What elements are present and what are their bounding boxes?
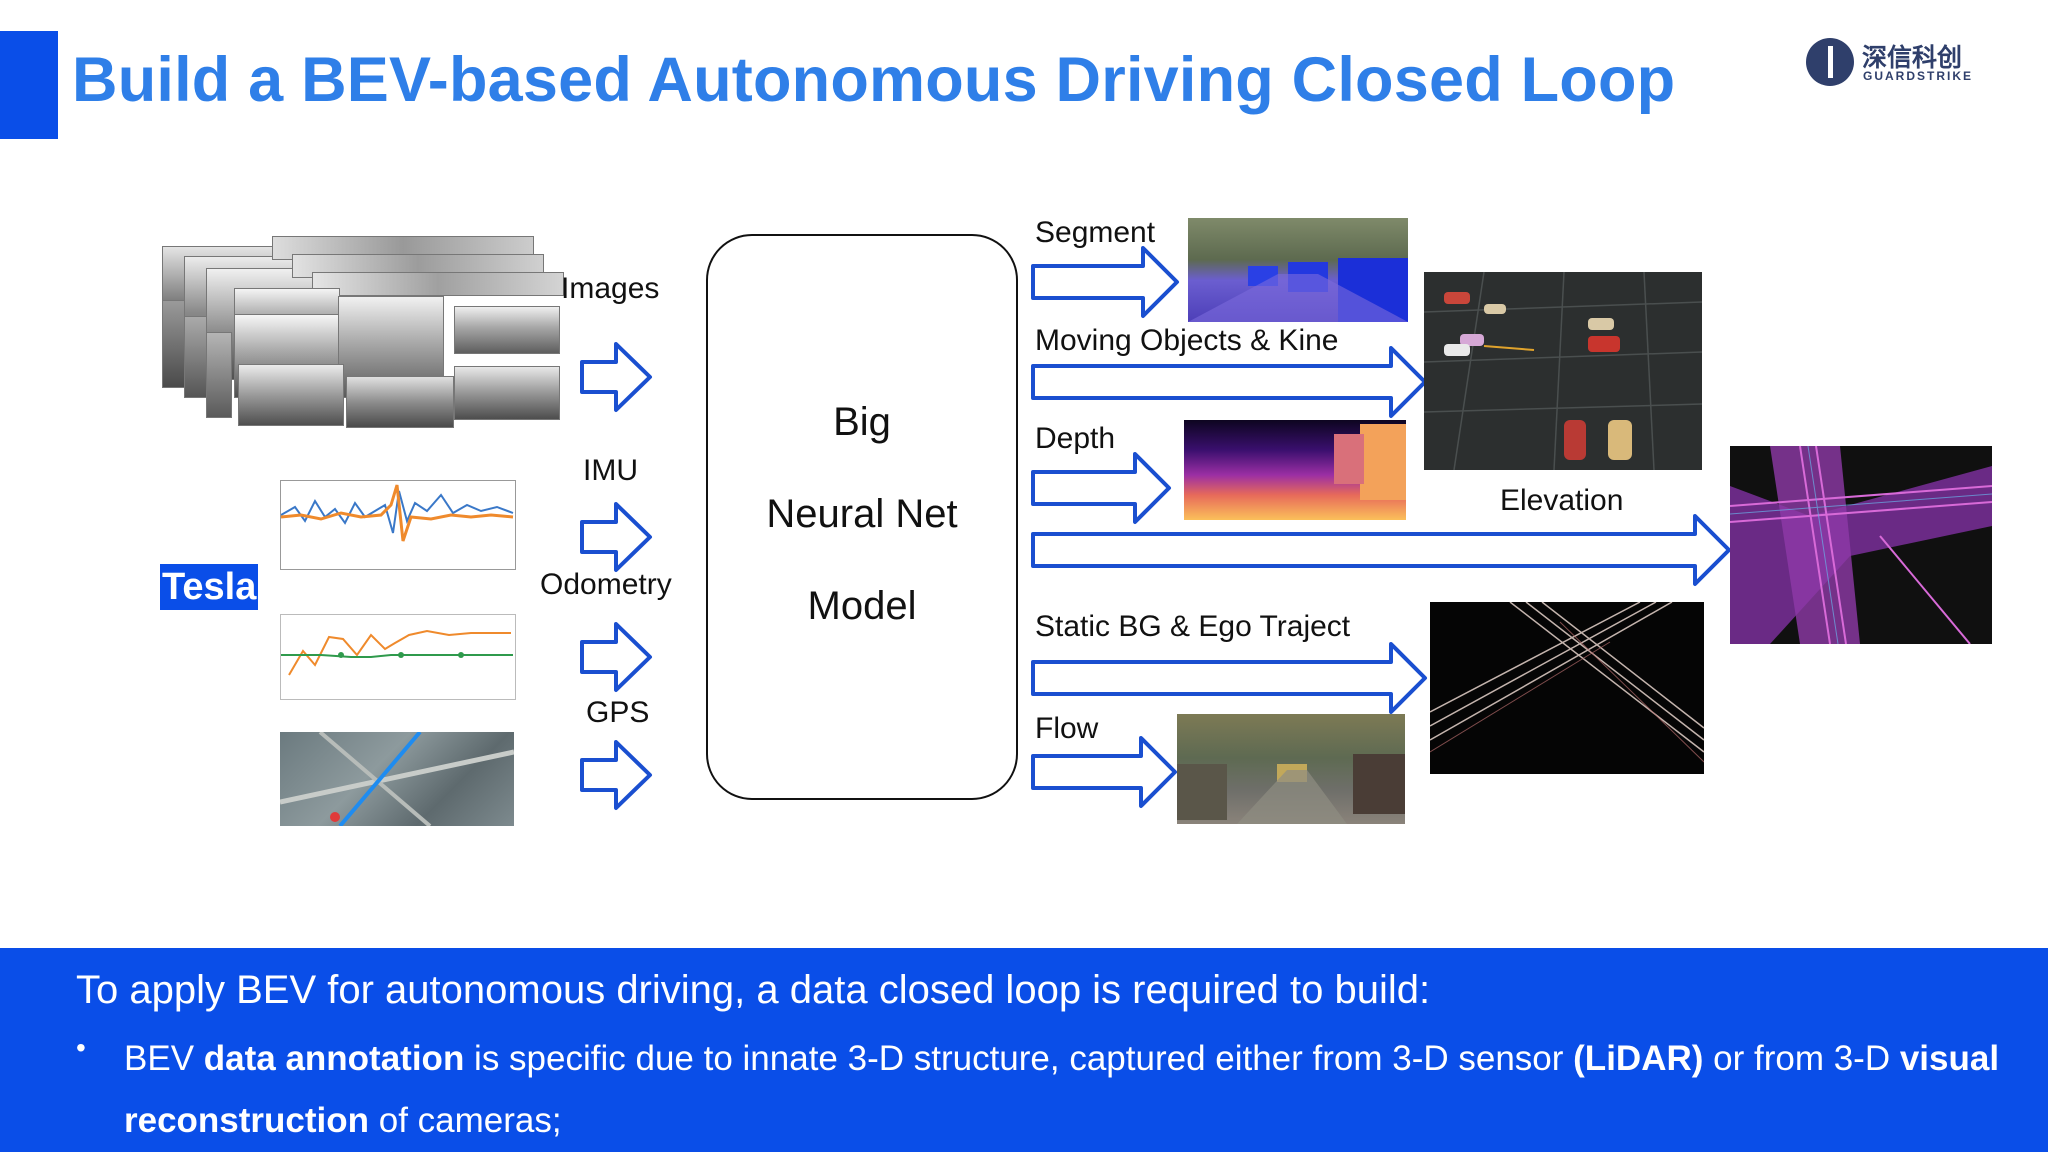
bullet-text-4: of cameras; [369, 1101, 562, 1140]
bullet-text-1: BEV [124, 1039, 204, 1078]
summary-lead: To apply BEV for autonomous driving, a d… [76, 968, 1431, 1012]
summary-panel: To apply BEV for autonomous driving, a d… [0, 948, 2048, 1152]
imu-chart [280, 480, 516, 570]
depth-image [1184, 420, 1406, 520]
moving-objects-image [1424, 272, 1702, 470]
imu-arrow-icon [580, 502, 652, 572]
static-bg-arrow-icon [1031, 642, 1427, 714]
gps-arrow-icon [580, 740, 652, 810]
logo-text-cn: 深信科创 [1862, 44, 1963, 72]
company-logo: 深信科创 GUARDSTRIKE [1806, 36, 1996, 88]
model-line-3: Model [807, 584, 917, 628]
title-accent-bar [0, 31, 58, 139]
depth-arrow-icon [1031, 452, 1171, 524]
moving-objects-label: Moving Objects & Kine [1035, 324, 1339, 357]
static-bg-label: Static BG & Ego Traject [1035, 610, 1351, 643]
moving-objects-arrow-icon [1031, 346, 1427, 418]
imu-label: IMU [583, 454, 638, 487]
bullet-bold-3: visual reconstruction [124, 1039, 2000, 1140]
odometry-chart [280, 614, 516, 700]
bullet-bold-2: (LiDAR) [1573, 1039, 1704, 1078]
images-label: Images [561, 272, 660, 305]
flow-image [1177, 714, 1405, 824]
neural-net-model-box: Big Neural Net Model [706, 234, 1018, 800]
model-line-1: Big [833, 400, 891, 444]
gps-map-image [280, 732, 514, 826]
camera-image-stack [162, 236, 564, 428]
bev-map-image [1730, 446, 1992, 644]
odometry-arrow-icon [580, 622, 652, 692]
bullet-dot: • [76, 1032, 86, 1063]
bullet-text-3: or from 3-D [1703, 1039, 1900, 1078]
logo-text-en: GUARDSTRIKE [1863, 69, 1974, 83]
segment-label: Segment [1035, 216, 1156, 249]
depth-label: Depth [1035, 422, 1116, 455]
tesla-label: Tesla [160, 564, 259, 610]
logo-mark-icon [1806, 38, 1854, 86]
odometry-label: Odometry [540, 568, 672, 601]
gps-label: GPS [586, 696, 650, 729]
model-line-2: Neural Net [766, 492, 958, 536]
summary-bullet: BEV data annotation is specific due to i… [124, 1028, 2004, 1152]
flow-label: Flow [1035, 712, 1099, 745]
long-output-arrow-icon [1031, 514, 1731, 586]
slide-title: Build a BEV-based Autonomous Driving Clo… [72, 45, 1676, 115]
bullet-bold-1: data annotation [203, 1039, 465, 1078]
segment-arrow-icon [1031, 246, 1179, 318]
flow-arrow-icon [1031, 736, 1177, 808]
images-arrow-icon [580, 342, 652, 412]
bullet-text-2: is specific due to innate 3-D structure,… [464, 1039, 1574, 1078]
elevation-label: Elevation [1500, 484, 1624, 517]
segment-image [1188, 218, 1408, 322]
static-bg-image [1430, 602, 1704, 774]
